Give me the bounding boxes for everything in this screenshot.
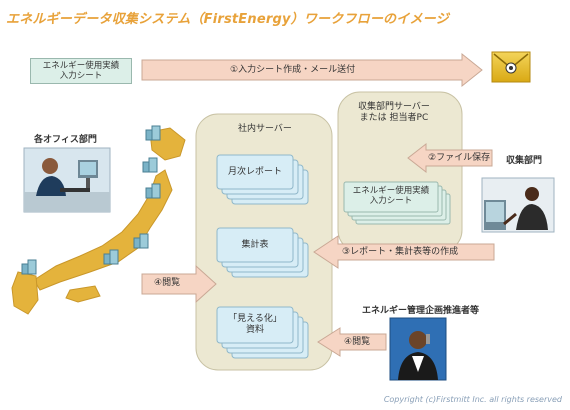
arrow-view-left-label: ④閲覧	[154, 278, 181, 288]
building-icon-4	[133, 233, 149, 249]
arrow-file-save-label: ②ファイル保存	[428, 153, 491, 163]
manager-label: エネルギー管理企画推進者等	[362, 306, 480, 316]
building-icon-5	[103, 249, 119, 265]
summary-table-stack	[216, 227, 309, 278]
monthly-report-label: 月次レポート	[227, 167, 282, 177]
arrow-input-sheet-label: ①入力シート作成・メール送付	[230, 65, 356, 75]
copyright-text: Copyright (c)Firstmitt Inc. all rights r…	[383, 395, 562, 404]
building-icon-3	[145, 183, 161, 199]
collection-sheet-stack	[343, 181, 451, 225]
arrow-view-bottom	[317, 327, 387, 357]
collection-server-label: 収集部門サーバー または 担当者PC	[358, 102, 430, 123]
arrow-report-create	[313, 235, 495, 269]
arrow-view-bottom-label: ④閲覧	[344, 337, 371, 347]
building-icon-6	[21, 259, 37, 275]
office-worker-image	[23, 147, 111, 213]
arrow-input-sheet	[141, 52, 483, 88]
envelope-icon	[491, 51, 531, 83]
summary-table-label: 集計表	[241, 240, 269, 250]
visual-docs-stack	[216, 306, 309, 359]
collection-dept-label: 収集部門	[506, 156, 543, 166]
arrow-view-left	[141, 264, 217, 304]
manager-image	[389, 317, 447, 381]
entry-sheet-box: エネルギー使用実績 入力シート	[30, 58, 132, 84]
building-icon-1	[145, 125, 161, 141]
arrow-report-create-label: ③レポート・集計表等の作成	[342, 247, 459, 257]
internal-server-label: 社内サーバー	[238, 124, 292, 134]
office-dept-label: 各オフィス部門	[34, 135, 97, 145]
collection-dept-image	[481, 177, 555, 233]
monthly-report-stack	[216, 154, 309, 205]
collection-sheet-label: エネルギー使用実績 入力シート	[352, 186, 430, 206]
arrow-file-save	[407, 142, 493, 174]
visual-docs-label: 「見える化」 資料	[228, 314, 282, 335]
office-building-icons	[21, 125, 161, 275]
diagram-title: エネルギーデータ収集システム（FirstEnergy）ワークフローのイメージ	[6, 12, 449, 27]
building-icon-2	[142, 157, 158, 173]
